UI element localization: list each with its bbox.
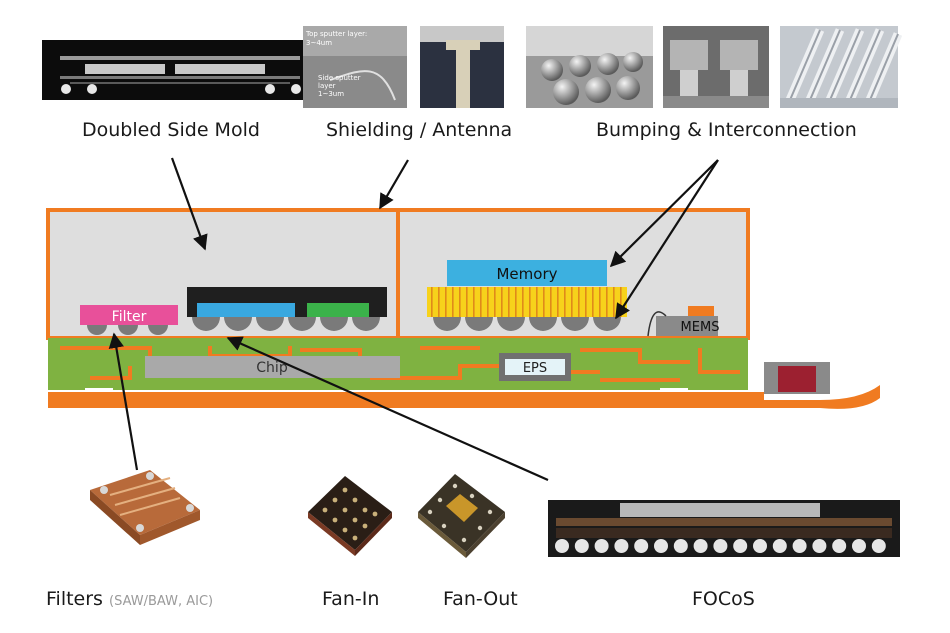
- focos-solder-ball: [673, 539, 688, 553]
- focos-solder-ball: [555, 539, 569, 553]
- memory-component: [447, 260, 607, 286]
- focos-solder-ball: [733, 539, 748, 553]
- eps-label: EPS: [523, 361, 547, 376]
- memory-label: Memory: [496, 265, 557, 283]
- fan-out-package-photo: [418, 474, 505, 558]
- mems-label: MEMS: [681, 320, 720, 335]
- bottom-pad: [85, 388, 113, 392]
- arrow-chip: [226, 336, 549, 482]
- focos-solder-ball: [792, 539, 807, 553]
- arrow-filter: [108, 332, 139, 471]
- focos-solder-ball: [574, 539, 589, 553]
- focos-solder-ball: [654, 539, 668, 553]
- focos-solder-ball: [871, 539, 886, 553]
- interposer-bumps: [433, 317, 621, 331]
- arrow-bumps: [615, 159, 719, 320]
- die-block-blue: [197, 303, 295, 317]
- sputter-top-label: Top sputter layer:: [305, 30, 367, 38]
- connector-core: [778, 366, 816, 392]
- embedded-chip: [145, 356, 400, 378]
- caption-fan-out: Fan-Out: [443, 588, 518, 610]
- sputter-layer-photo: Top sputter layer: 3~4um Side sputter la…: [303, 26, 407, 108]
- mems-wire-bond: [647, 311, 667, 337]
- filter-label: Filter: [112, 309, 147, 325]
- focos-solder-ball: [713, 539, 728, 553]
- focos-solder-ball: [594, 539, 609, 553]
- focos-solder-ball: [753, 539, 767, 553]
- antenna-photo: [420, 26, 504, 108]
- chip-bumps: [192, 317, 380, 331]
- sputter-side-label-2: layer: [318, 82, 336, 90]
- sputter-side-value: 1~3um: [318, 90, 344, 98]
- focos-solder-ball: [812, 539, 827, 553]
- arrow-mold: [170, 157, 208, 251]
- flex-tail: [760, 385, 880, 409]
- bottom-board: [48, 392, 764, 408]
- filter-device-photo: [90, 470, 200, 545]
- double-side-mold-photo: [42, 40, 315, 100]
- caption-filters-sub: (SAW/BAW, AIC): [109, 594, 214, 609]
- caption-filters-main: Filters: [46, 588, 103, 610]
- bump-balls-photo: [526, 26, 653, 108]
- caption-shielding-antenna: Shielding / Antenna: [326, 119, 513, 141]
- sputter-side-label: Side sputter: [318, 74, 361, 82]
- wire-bond-photo: [780, 26, 903, 108]
- focos-solder-ball: [634, 539, 649, 553]
- filter-bumps: [87, 325, 168, 335]
- mems-cap: [688, 306, 714, 316]
- focos-solder-ball: [772, 539, 787, 553]
- filter-component: [80, 305, 178, 325]
- focos-solder-ball: [832, 539, 847, 553]
- sputter-top-value: 3~4um: [306, 39, 332, 47]
- interposer: [427, 287, 627, 317]
- fan-in-package-photo: [308, 476, 392, 556]
- arrow-memory: [609, 159, 719, 268]
- caption-focos: FOCoS: [692, 588, 755, 610]
- caption-filters: Filters (SAW/BAW, AIC): [46, 588, 213, 613]
- bottom-pad: [660, 388, 688, 392]
- focos-solder-ball: [693, 539, 708, 553]
- eps-component: [499, 353, 571, 381]
- callout-arrows: [108, 157, 719, 482]
- chip-label: Chip: [256, 360, 288, 376]
- focos-solder-ball: [614, 539, 629, 553]
- interconnect-photo: [663, 26, 769, 108]
- die-block-green: [307, 303, 369, 317]
- focos-solder-ball: [852, 539, 866, 553]
- caption-fan-in: Fan-In: [322, 588, 380, 610]
- caption-doubled-side-mold: Doubled Side Mold: [82, 119, 260, 141]
- caption-bumping-interconnection: Bumping & Interconnection: [596, 119, 857, 141]
- arrow-shield: [379, 159, 409, 210]
- focos-cross-section-photo: [548, 500, 900, 557]
- mems-component: [656, 316, 718, 336]
